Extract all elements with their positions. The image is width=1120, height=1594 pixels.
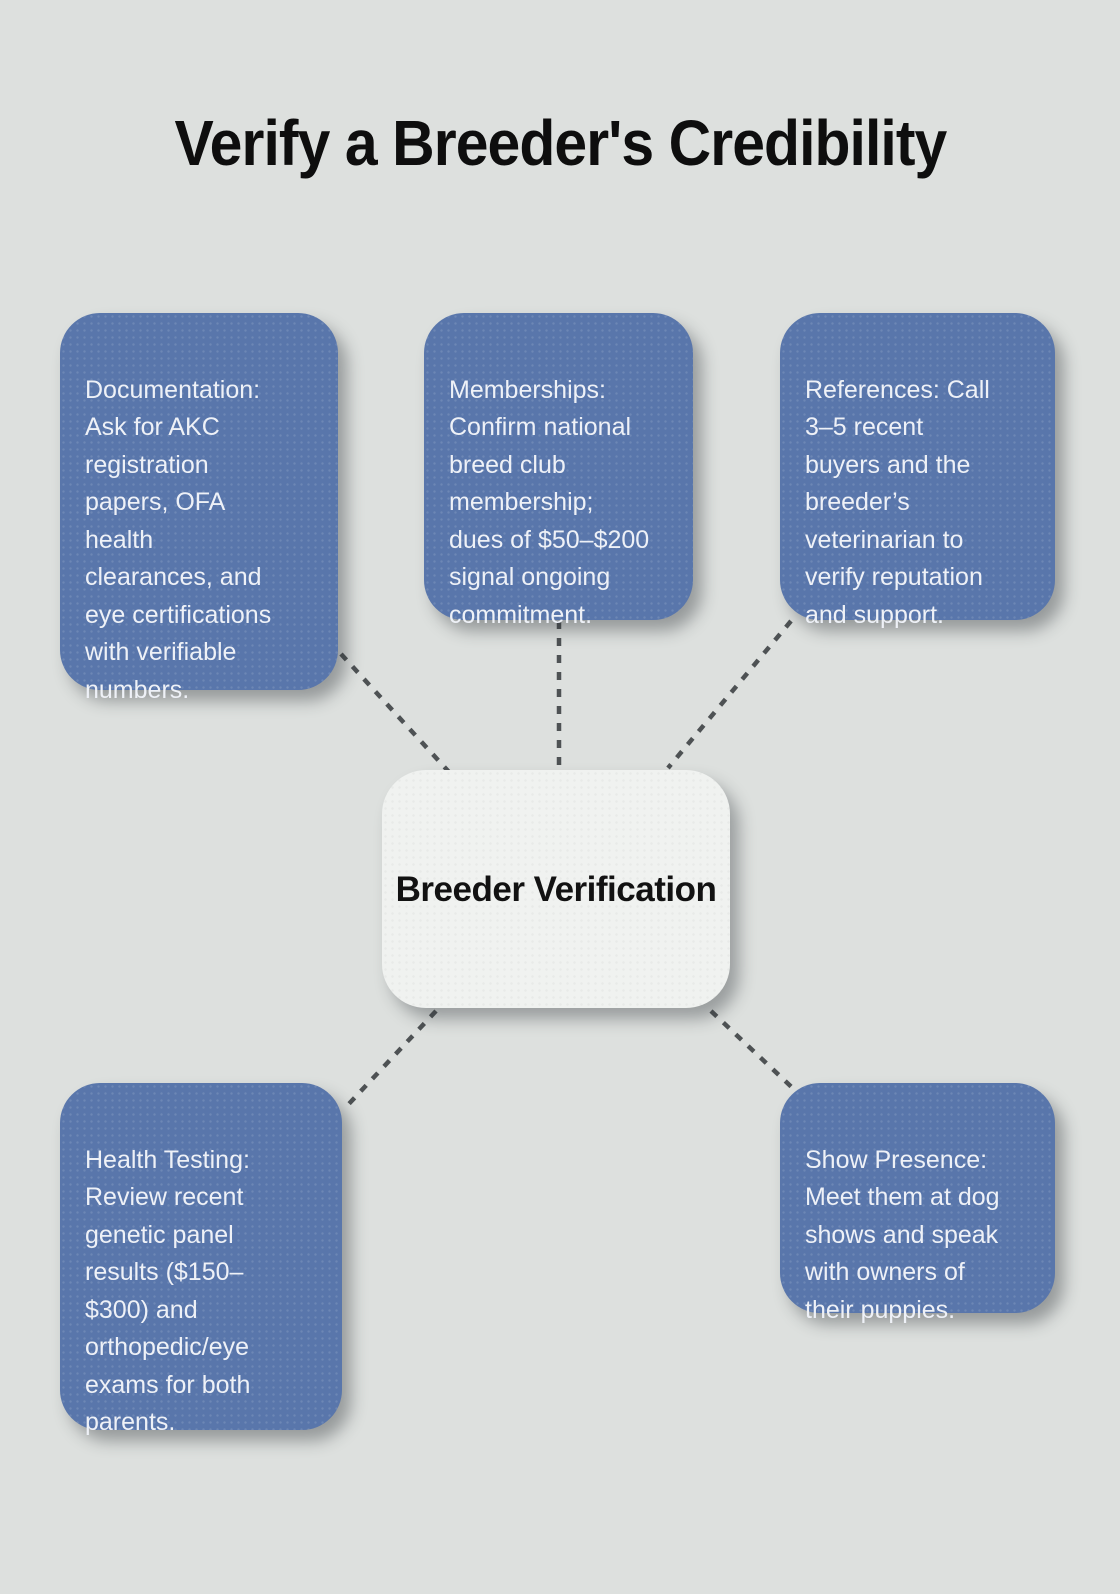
node-references: References: Call 3–5 recent buyers and t… bbox=[780, 313, 1055, 629]
node-breeder-verification-text: Breeder Verification bbox=[395, 869, 717, 909]
connector-references-center bbox=[666, 619, 793, 770]
connector-documentation-center bbox=[339, 652, 451, 774]
connector-center-show-presence bbox=[709, 1009, 801, 1096]
node-references-text: References: Call 3–5 recent buyers and t… bbox=[805, 375, 990, 629]
node-documentation: Documentation: Ask for AKC registration … bbox=[60, 313, 338, 704]
node-health-testing: Health Testing: Review recent genetic pa… bbox=[60, 1083, 342, 1436]
node-show-presence-text: Show Presence: Meet them at dog shows an… bbox=[805, 1145, 1000, 1324]
node-breeder-verification: Breeder Verification bbox=[382, 770, 730, 1008]
page-title-text: Verify a Breeder's Credibility bbox=[174, 107, 947, 179]
node-health-testing-text: Health Testing: Review recent genetic pa… bbox=[85, 1145, 251, 1437]
page-title: Verify a Breeder's Credibility bbox=[0, 106, 1120, 180]
node-documentation-text: Documentation: Ask for AKC registration … bbox=[85, 375, 272, 704]
node-show-presence: Show Presence: Meet them at dog shows an… bbox=[780, 1083, 1055, 1324]
node-memberships-text: Memberships: Confirm national breed club… bbox=[449, 375, 650, 629]
node-memberships: Memberships: Confirm national breed club… bbox=[424, 313, 693, 629]
connector-center-health-testing bbox=[343, 1009, 438, 1110]
